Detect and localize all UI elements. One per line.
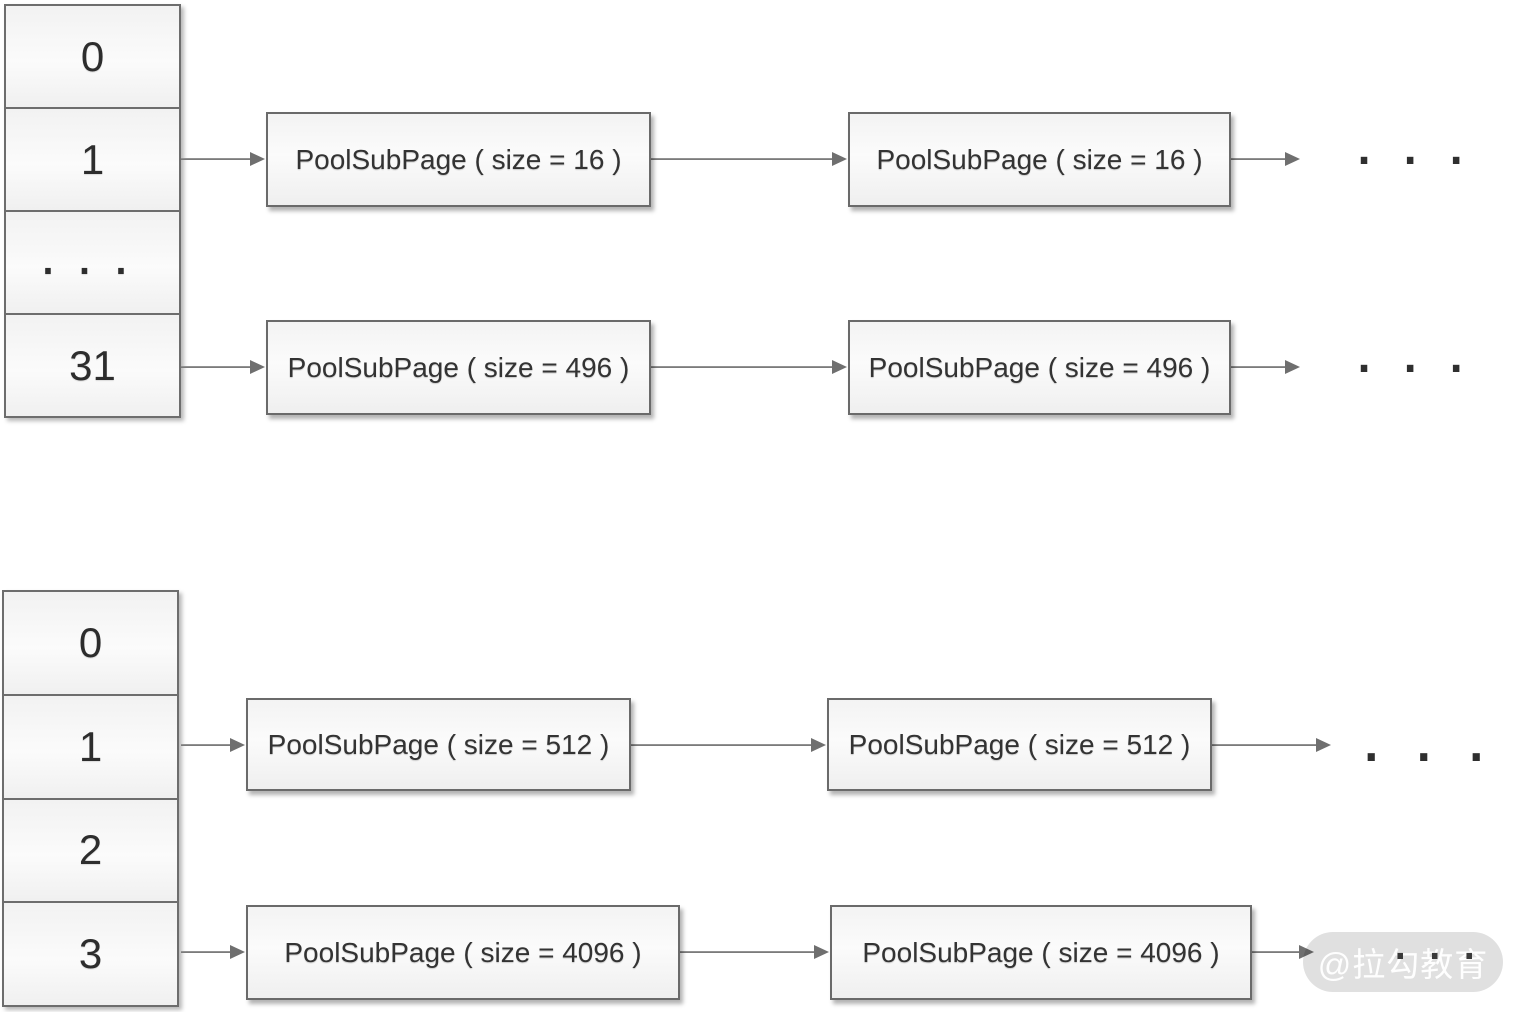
bottom-array-cell-2: 2	[4, 797, 177, 902]
top-array-cell-ellipsis: ...	[6, 210, 179, 313]
arrow	[1231, 158, 1286, 160]
ellipsis: ...	[1352, 128, 1491, 174]
poolsubpage-label: PoolSubPage ( size = 512 )	[267, 728, 610, 760]
poolsubpage-label: PoolSubPage ( size = 496 )	[868, 351, 1211, 383]
poolsubpage-box: PoolSubPage ( size = 496 )	[848, 320, 1231, 415]
poolsubpage-label: PoolSubPage ( size = 512 )	[848, 728, 1191, 760]
cell-label: 0	[78, 618, 103, 666]
bottom-array-cell-0: 0	[4, 592, 177, 694]
arrow	[1212, 744, 1317, 746]
cell-label: ...	[37, 242, 148, 283]
arrow	[181, 951, 231, 953]
bottom-array: 0 1 2 3	[2, 590, 179, 1007]
poolsubpage-box: PoolSubPage ( size = 512 )	[827, 698, 1212, 791]
arrow	[1252, 951, 1300, 953]
poolsubpage-label: PoolSubPage ( size = 4096 )	[284, 936, 642, 968]
poolsubpage-label: PoolSubPage ( size = 16 )	[295, 143, 622, 175]
top-array-cell-31: 31	[6, 313, 179, 416]
cell-label: 3	[78, 930, 103, 978]
arrow	[651, 158, 833, 160]
poolsubpage-box: PoolSubPage ( size = 16 )	[848, 112, 1231, 207]
ellipsis: ...	[1358, 721, 1516, 772]
bottom-array-cell-1: 1	[4, 693, 177, 798]
cell-label: 1	[80, 135, 105, 183]
ellipsis: ...	[1390, 928, 1494, 968]
poolsubpage-label: PoolSubPage ( size = 496 )	[287, 351, 630, 383]
top-array-cell-0: 0	[6, 6, 179, 107]
arrow	[1231, 366, 1286, 368]
arrow	[181, 158, 251, 160]
poolsubpage-box: PoolSubPage ( size = 4096 )	[246, 905, 680, 1000]
top-array-cell-1: 1	[6, 107, 179, 210]
arrow	[651, 366, 833, 368]
cell-label: 1	[78, 722, 103, 770]
watermark-label: @拉勾教育	[1317, 946, 1489, 983]
arrow	[680, 951, 815, 953]
top-array: 0 1 ... 31	[4, 4, 181, 418]
poolsubpage-label: PoolSubPage ( size = 4096 )	[862, 936, 1220, 968]
watermark-badge: @拉勾教育	[1303, 932, 1503, 992]
arrow	[631, 744, 812, 746]
arrow	[181, 744, 231, 746]
cell-label: 31	[69, 341, 116, 389]
arrow	[181, 366, 251, 368]
poolsubpage-label: PoolSubPage ( size = 16 )	[876, 143, 1203, 175]
cell-label: 0	[80, 32, 105, 80]
poolsubpage-box: PoolSubPage ( size = 4096 )	[830, 905, 1252, 1000]
poolsubpage-box: PoolSubPage ( size = 16 )	[266, 112, 651, 207]
bottom-array-cell-3: 3	[4, 901, 177, 1005]
poolsubpage-box: PoolSubPage ( size = 496 )	[266, 320, 651, 415]
ellipsis: ...	[1352, 336, 1491, 382]
poolsubpage-box: PoolSubPage ( size = 512 )	[246, 698, 631, 791]
cell-label: 2	[78, 826, 103, 874]
